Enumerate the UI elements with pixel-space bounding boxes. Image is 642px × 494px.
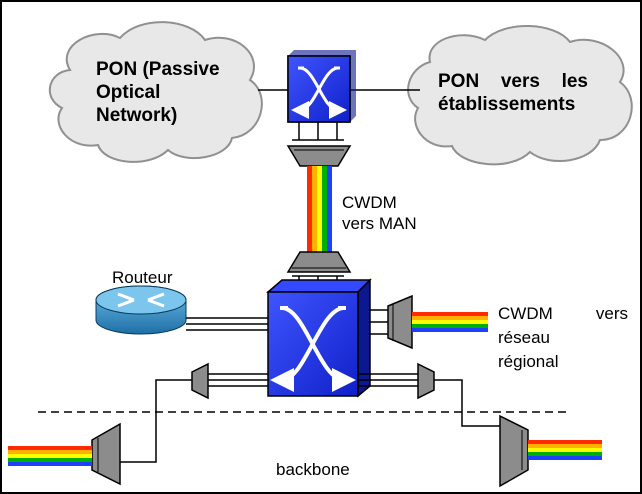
router-icon — [95, 285, 187, 335]
pon-right-word1: PON — [438, 71, 480, 92]
fiber-vertical — [307, 166, 332, 252]
mux-middle — [286, 251, 352, 273]
cwdm-man-line2: vers MAN — [342, 214, 417, 233]
pon-left-line3: Network) — [96, 105, 178, 126]
pon-right-label: PON vers les établissements — [438, 70, 588, 116]
mux-bottom-right — [499, 414, 529, 488]
cwdm-man-label: CWDM vers MAN — [342, 192, 417, 234]
backbone-label: backbone — [276, 460, 350, 479]
pon-right-line2: établissements — [438, 94, 576, 115]
pon-right-word3: les — [561, 71, 588, 92]
cwdm-regional-line2: réseau — [498, 328, 550, 347]
pon-left-label: PON (Passive Optical Network) — [96, 58, 220, 127]
pon-left-line2: Optical — [96, 82, 161, 103]
router-label: Routeur — [112, 268, 173, 287]
cwdm-regional-label: CWDM vers réseau régional — [498, 302, 628, 374]
mux-right — [387, 294, 413, 350]
cwdm-regional-word1: CWDM — [498, 304, 553, 323]
cloud-right — [407, 24, 633, 166]
top-switch — [287, 50, 356, 123]
mux-top — [286, 145, 352, 167]
mux-lower-left — [191, 362, 209, 400]
pon-right-word2: vers — [500, 71, 540, 92]
pon-left-line1: PON (Passive — [96, 59, 220, 80]
cwdm-man-line1: CWDM — [342, 193, 397, 212]
main-switch — [265, 278, 372, 398]
cloud-left — [48, 21, 263, 163]
fiber-right — [412, 312, 488, 332]
fiber-bottom-left — [8, 446, 92, 466]
fiber-bottom-right — [528, 440, 602, 460]
cwdm-regional-word2: vers — [595, 304, 628, 323]
cwdm-regional-line3: régional — [498, 352, 559, 371]
